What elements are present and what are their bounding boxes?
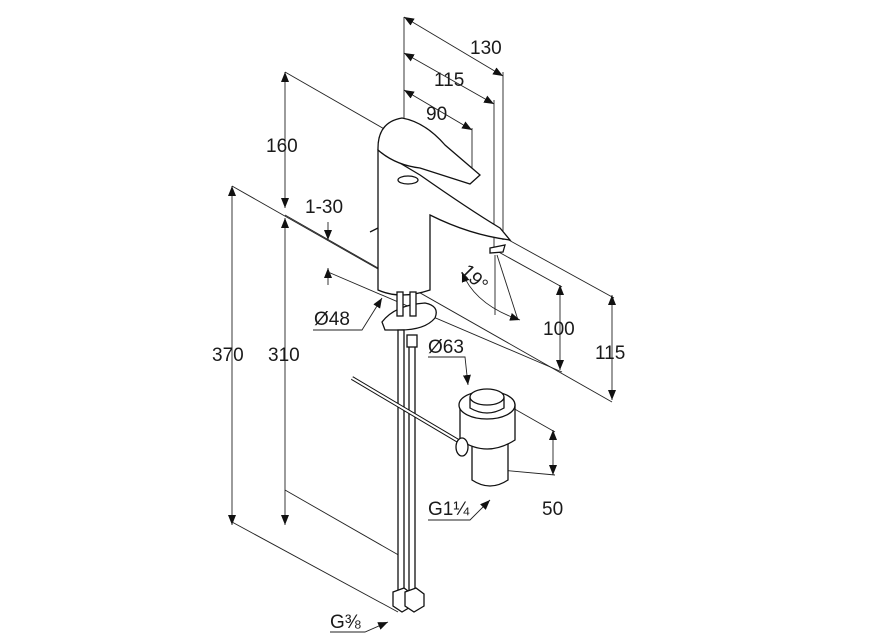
dim-hose-thread: G⅜ [330, 612, 361, 633]
dim-lever-90: 90 [426, 104, 447, 125]
dim-waste-diameter: Ø63 [428, 337, 464, 358]
waste-valve [455, 388, 516, 487]
dim-reach-115: 115 [434, 70, 464, 91]
mounting-bracket [381, 291, 437, 331]
dim-spout-angle: 19° [456, 261, 491, 296]
dim-waste-50: 50 [542, 499, 563, 520]
dim-spout-115: 115 [595, 343, 625, 364]
dimension-labels: 130 115 90 160 1-30 19° 100 115 Ø48 Ø63 … [212, 38, 625, 633]
dim-total-370: 370 [212, 345, 244, 366]
pop-up-rod [350, 376, 462, 444]
dim-height-160: 160 [266, 136, 298, 157]
dim-waste-thread: G1¼ [428, 499, 470, 520]
dimension-lines [228, 16, 616, 633]
dim-deck-thickness: 1-30 [305, 197, 343, 218]
dim-reach-130: 130 [470, 38, 502, 59]
supply-hoses [392, 329, 425, 613]
dim-body-diameter: Ø48 [314, 309, 350, 330]
faucet-body [369, 117, 512, 296]
dim-hose-310: 310 [268, 345, 300, 366]
dim-spout-100: 100 [543, 319, 575, 340]
